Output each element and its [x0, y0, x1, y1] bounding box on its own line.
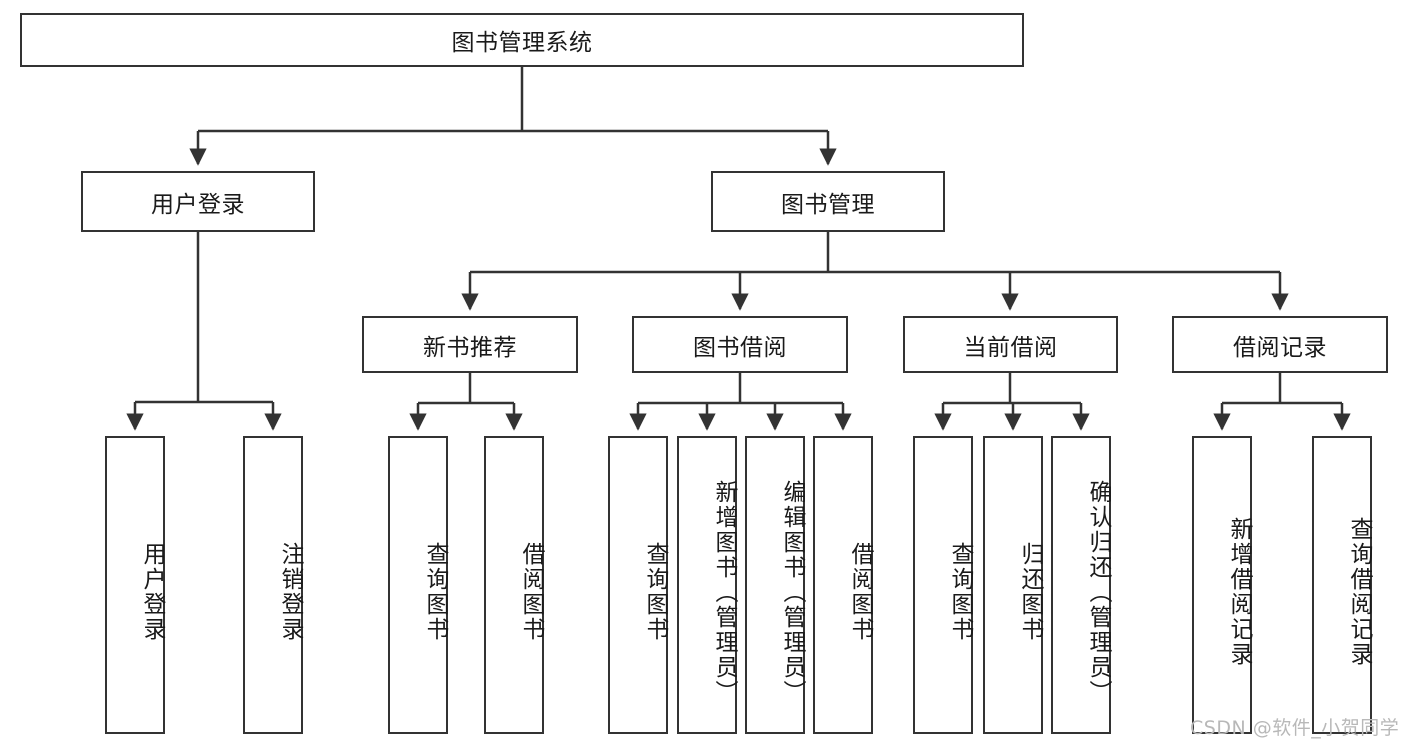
node-user-login-label: 用户登录	[151, 191, 245, 218]
leaf-query-book-current-label: 查询图书	[947, 542, 973, 642]
leaf-borrow-book-recommend[interactable]: 借阅图书	[484, 436, 544, 734]
node-book-borrow[interactable]: 图书借阅	[632, 316, 848, 373]
node-book-management-label: 图书管理	[781, 191, 875, 218]
leaf-borrow-book-label: 借阅图书	[847, 542, 873, 642]
node-new-book-recommend-label: 新书推荐	[423, 334, 517, 361]
leaf-query-book-current[interactable]: 查询图书	[913, 436, 973, 734]
leaf-return-book[interactable]: 归还图书	[983, 436, 1043, 734]
node-borrow-record[interactable]: 借阅记录	[1172, 316, 1388, 373]
leaf-confirm-return-admin-label: 确认归还（管理员）	[1085, 479, 1111, 705]
node-current-borrow[interactable]: 当前借阅	[903, 316, 1118, 373]
leaf-query-book-label: 查询图书	[642, 542, 668, 642]
leaf-edit-book-admin[interactable]: 编辑图书（管理员）	[745, 436, 805, 734]
leaf-query-book-recommend[interactable]: 查询图书	[388, 436, 448, 734]
leaf-confirm-return-admin[interactable]: 确认归还（管理员）	[1051, 436, 1111, 734]
leaf-edit-book-admin-label: 编辑图书（管理员）	[779, 479, 805, 705]
leaf-add-book-admin[interactable]: 新增图书（管理员）	[677, 436, 737, 734]
leaf-return-book-label: 归还图书	[1017, 542, 1043, 642]
leaf-query-book-recommend-label: 查询图书	[422, 542, 448, 642]
node-book-borrow-label: 图书借阅	[693, 334, 787, 361]
leaf-borrow-book[interactable]: 借阅图书	[813, 436, 873, 734]
node-current-borrow-label: 当前借阅	[963, 334, 1058, 361]
leaf-add-borrow-record-label: 新增借阅记录	[1226, 517, 1252, 667]
leaf-user-logout[interactable]: 注销登录	[243, 436, 303, 734]
leaf-query-borrow-record-label: 查询借阅记录	[1346, 517, 1372, 667]
leaf-user-login[interactable]: 用户登录	[105, 436, 165, 734]
leaf-borrow-book-recommend-label: 借阅图书	[518, 542, 544, 642]
node-root[interactable]: 图书管理系统	[20, 13, 1024, 67]
leaf-query-borrow-record[interactable]: 查询借阅记录	[1312, 436, 1372, 734]
node-user-login[interactable]: 用户登录	[81, 171, 315, 232]
node-book-management[interactable]: 图书管理	[711, 171, 945, 232]
leaf-add-book-admin-label: 新增图书（管理员）	[711, 479, 737, 705]
watermark-text: CSDN @软件_小贺同学	[1190, 717, 1400, 739]
leaf-query-book[interactable]: 查询图书	[608, 436, 668, 734]
leaf-add-borrow-record[interactable]: 新增借阅记录	[1192, 436, 1252, 734]
leaf-user-logout-label: 注销登录	[277, 542, 303, 642]
node-root-label: 图书管理系统	[451, 30, 593, 56]
node-new-book-recommend[interactable]: 新书推荐	[362, 316, 578, 373]
node-borrow-record-label: 借阅记录	[1233, 334, 1327, 361]
leaf-user-login-label: 用户登录	[139, 542, 165, 642]
